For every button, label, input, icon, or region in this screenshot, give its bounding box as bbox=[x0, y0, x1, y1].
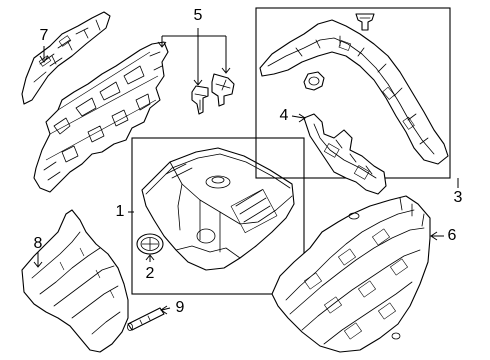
rear-insulator-part bbox=[21, 11, 111, 105]
upper-insulator-part bbox=[259, 19, 449, 165]
callout-4: 4 bbox=[280, 107, 289, 124]
callout-2: 2 bbox=[146, 265, 155, 282]
callout-9: 9 bbox=[176, 299, 185, 316]
callout-7: 7 bbox=[40, 27, 49, 44]
lower-insulator-part bbox=[271, 195, 431, 353]
callout-6: 6 bbox=[448, 227, 457, 244]
stud-part bbox=[127, 307, 165, 331]
leader-lines bbox=[33, 28, 459, 315]
callout-8: 8 bbox=[34, 235, 43, 252]
callout-5: 5 bbox=[194, 7, 203, 24]
callout-1: 1 bbox=[116, 203, 125, 220]
long-insulator-part bbox=[33, 41, 169, 193]
push-clip-middle bbox=[303, 71, 325, 91]
engine-cover-frame bbox=[131, 137, 305, 295]
callout-3: 3 bbox=[454, 189, 463, 206]
fastener-clips-part bbox=[191, 73, 235, 115]
engine-cover-part bbox=[141, 147, 295, 271]
emblem-part bbox=[136, 233, 164, 255]
side-insulator-part bbox=[21, 209, 129, 353]
side-bracket-part bbox=[303, 113, 387, 195]
push-clip-top bbox=[355, 13, 375, 31]
